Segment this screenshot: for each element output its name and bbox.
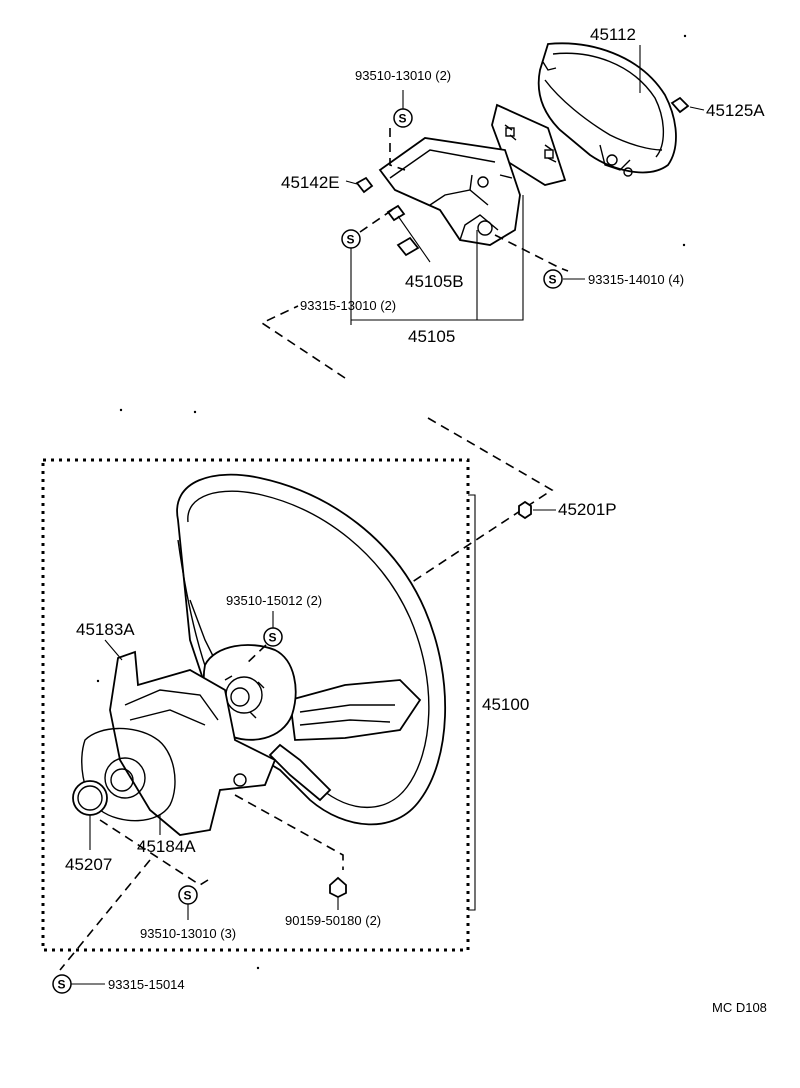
part-number-45105B: 45105B [405,272,464,291]
part-number-45142E: 45142E [281,173,340,192]
speck [256,966,260,970]
bracket-45100 [468,494,476,911]
snap-ring-part [72,780,108,816]
part-number-45183A: 45183A [76,620,135,639]
leader-45105B [397,215,431,263]
part-number-93315-13010-2: 93315-13010 (2) [300,298,396,313]
screw-symbol-icon: S [263,627,283,647]
steering-pad-cover-part [537,42,677,177]
svg-text:S: S [269,631,277,645]
dashed-screw-path [494,234,569,272]
svg-text:S: S [399,112,407,126]
svg-text:S: S [184,889,192,903]
part-number-93510-13010-3: 93510-13010 (3) [140,926,236,941]
dashed-screw-path [389,128,406,171]
part-number-45184A: 45184A [137,837,196,856]
leader-45105 [351,195,524,321]
diagram-code: MC D108 [712,1000,767,1015]
part-number-93315-14010-4: 93315-14010 (4) [588,272,684,287]
speck [193,410,197,414]
part-number-93510-15012-2: 93510-15012 (2) [226,593,322,608]
screw-symbol-icon: S [543,269,563,289]
svg-text:S: S [347,233,355,247]
part-number-93315-15014: 93315-15014 [108,977,185,992]
dashed-screw-path [59,859,151,971]
speck [683,34,687,38]
nut-part [518,500,532,520]
leader-45183A [104,639,123,661]
part-number-45100: 45100 [482,695,529,714]
horn-contact-plate-part [491,103,567,186]
svg-text:S: S [58,978,66,992]
screw-symbol-icon: S [52,974,72,994]
dashed-assembly-line [260,305,346,379]
screw-symbol-icon: S [178,885,198,905]
emblem-part [670,96,690,114]
screw-symbol-icon: S [341,229,361,249]
part-number-90159-50180-2: 90159-50180 (2) [285,913,381,928]
horn-bracket-part [378,137,521,246]
screw-part [329,876,347,899]
horn-spring-part [386,204,406,222]
dashed-screw-path [244,644,267,666]
horn-contact-pin-part [396,236,420,257]
part-number-45207: 45207 [65,855,112,874]
part-number-45201P: 45201P [558,500,617,519]
speck [119,408,123,412]
speck [96,679,100,683]
speck [682,243,686,247]
screw-symbol-icon: S [393,108,413,128]
part-number-45112: 45112 [590,25,636,44]
part-number-45125A: 45125A [706,101,765,120]
dashed-screw-path [359,207,396,233]
svg-text:S: S [549,273,557,287]
dashed-assembly-line [399,417,554,591]
part-number-93510-13010-2: 93510-13010 (2) [355,68,451,83]
assembly-frame [41,458,470,952]
dashed-screw-path [234,794,344,870]
clip-part [355,176,374,194]
dashed-screw-path [99,819,209,886]
leader-45142E [345,180,358,185]
part-number-45105: 45105 [408,327,455,346]
leader-45125A [689,106,705,111]
